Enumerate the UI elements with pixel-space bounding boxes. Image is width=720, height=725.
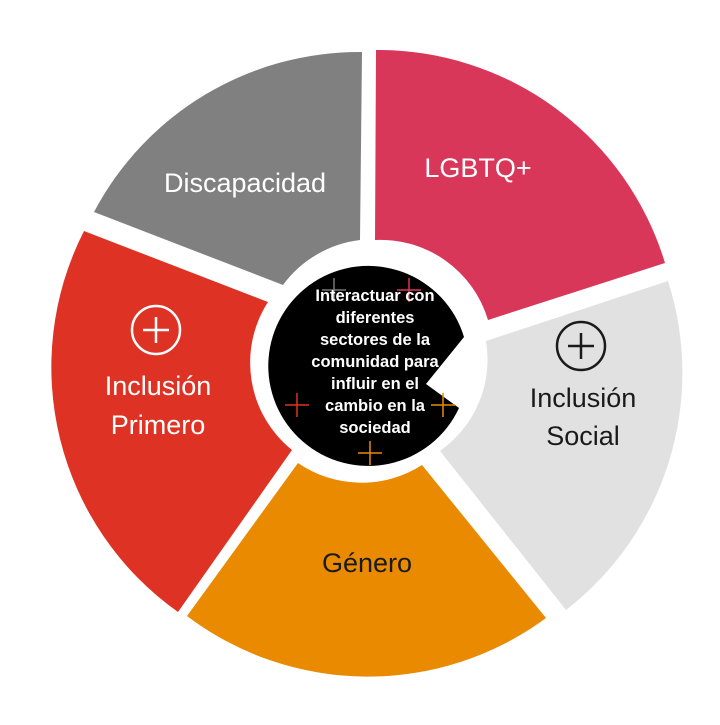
label-inclusion-primero-line1: Inclusión: [105, 371, 212, 401]
label-inclusion-primero-line2: Primero: [111, 410, 206, 440]
segment-inclusion-primero: [51, 231, 292, 612]
label-inclusion-social-line2: Social: [546, 421, 620, 451]
label-inclusion-social-line1: Inclusión: [530, 383, 637, 413]
segment-discapacidad: [94, 51, 362, 285]
plus-icon: [358, 441, 382, 465]
center-line-2: diferentes: [336, 309, 415, 327]
center-line-4: comunidad para: [311, 353, 439, 371]
center-line-3: sectores de la: [320, 331, 431, 349]
label-lgbtq: LGBTQ+: [424, 153, 531, 183]
segment-lgbtq: [375, 49, 665, 320]
center-line-6: cambio en la: [325, 397, 426, 415]
plus-icon: [285, 393, 309, 417]
label-discapacidad: Discapacidad: [164, 168, 326, 198]
segment-inclusion-social: [440, 281, 683, 610]
label-genero: Género: [322, 548, 412, 578]
plus-icon: [322, 278, 346, 302]
center-line-1: Interactuar con: [315, 287, 434, 305]
plus-icon: [431, 393, 455, 417]
center-hub: [268, 265, 464, 466]
center-line-7: sociedad: [339, 419, 411, 437]
plus-icon: [397, 278, 421, 302]
plus-circle-icon: [130, 304, 182, 356]
center-line-5: influir en el: [331, 375, 419, 393]
segment-genero: [187, 463, 546, 677]
plus-circle-icon: [555, 320, 607, 372]
